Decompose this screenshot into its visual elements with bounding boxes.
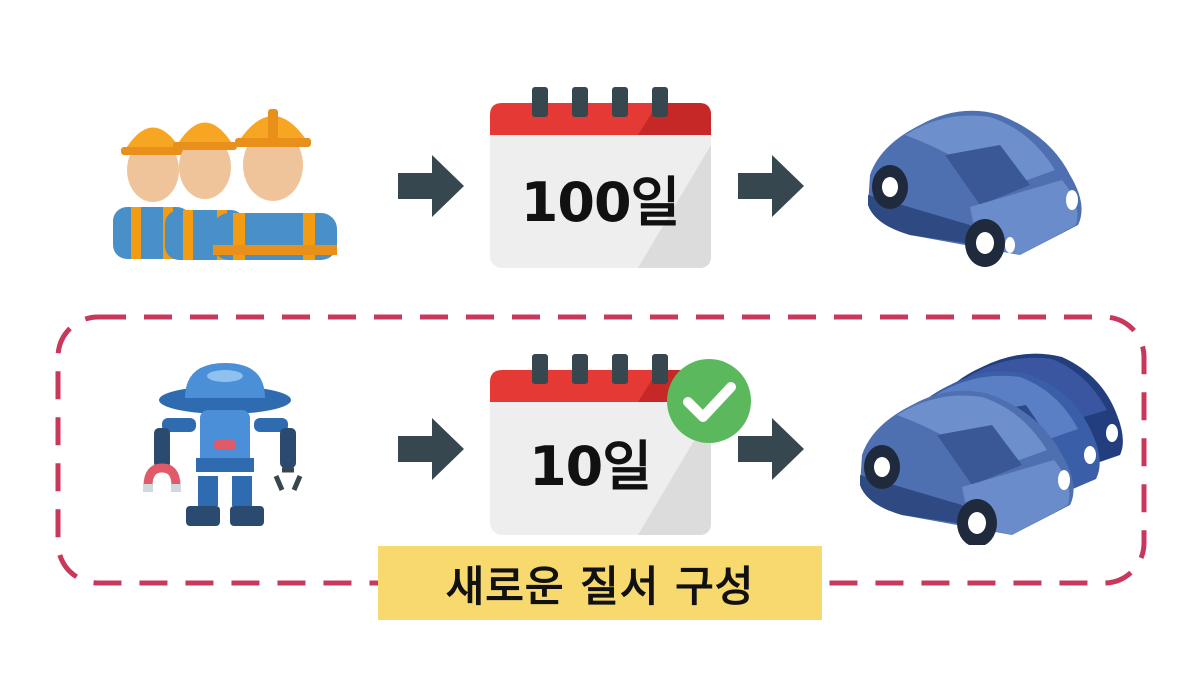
arrow-right-icon (398, 418, 464, 480)
calendar-icon (490, 354, 711, 535)
arrow-right-icon (398, 155, 464, 217)
arrow-right-icon (738, 155, 804, 217)
calendar-icon (490, 87, 711, 268)
robot-icon (143, 363, 303, 526)
workers-icon (113, 109, 337, 260)
caption-label: 새로운 질서 구성 (378, 546, 822, 620)
check-icon (667, 359, 751, 443)
car-icon (868, 110, 1082, 267)
calendar-duration-label: 10일 (529, 435, 652, 498)
calendar-duration-label: 100일 (520, 171, 680, 234)
arrow-right-icon (738, 418, 804, 480)
car-icon (860, 353, 1123, 545)
